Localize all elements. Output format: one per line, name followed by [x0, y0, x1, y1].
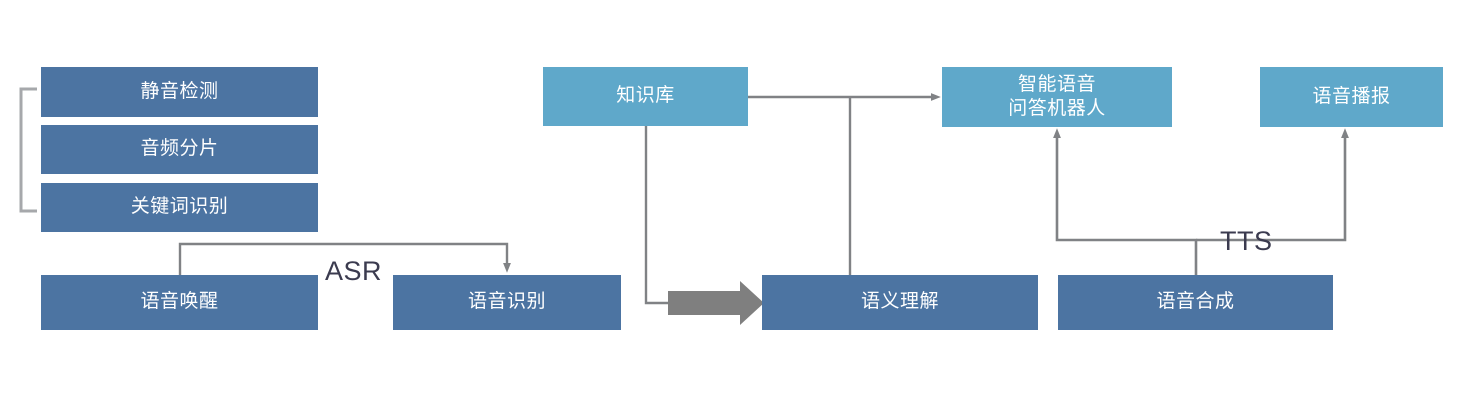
edge-synthesis-to-qa-and-broadcast — [1053, 128, 1349, 275]
node-voice-wakeup[interactable]: 语音唤醒 — [41, 275, 318, 330]
edge-label-tts: TTS — [1220, 226, 1273, 256]
edge-recognition-to-semantic — [668, 281, 764, 325]
preprocessing-bracket-icon — [19, 87, 37, 213]
node-qa-robot[interactable]: 智能语音 问答机器人 — [942, 67, 1172, 127]
node-speech-synthesis[interactable]: 语音合成 — [1058, 275, 1333, 330]
node-semantic-understanding[interactable]: 语义理解 — [762, 275, 1038, 330]
node-knowledge-base[interactable]: 知识库 — [543, 67, 748, 126]
node-speech-recognition[interactable]: 语音识别 — [393, 275, 621, 330]
edge-kb-to-semantic — [644, 126, 668, 305]
node-silence-detection[interactable]: 静音检测 — [41, 67, 318, 117]
edge-label-asr: ASR — [325, 256, 383, 286]
node-audio-segmentation[interactable]: 音频分片 — [41, 125, 318, 174]
node-voice-broadcast[interactable]: 语音播报 — [1260, 67, 1443, 127]
node-keyword-spotting[interactable]: 关键词识别 — [41, 183, 318, 232]
